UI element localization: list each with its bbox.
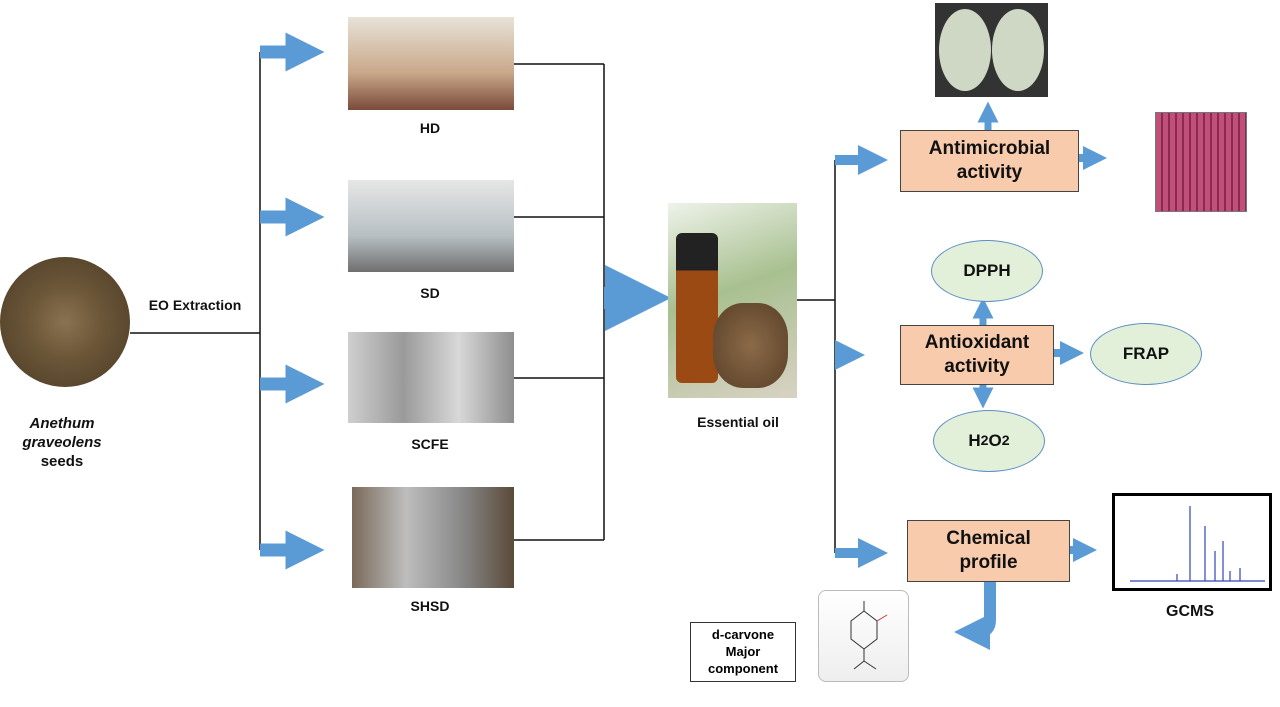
chemical-text: Chemical	[946, 528, 1031, 549]
major-text: Major	[725, 644, 761, 659]
curved-arrow	[954, 580, 996, 650]
shsd-label: SHSD	[410, 598, 450, 614]
source-label: Anethum graveolens seeds	[22, 414, 101, 471]
antimicrobial-box: Antimicrobial activity	[900, 130, 1079, 192]
extraction-label: EO Extraction	[148, 297, 242, 313]
seeds-image	[0, 257, 130, 387]
chemical-text-2: profile	[959, 552, 1018, 573]
carvone-structure	[818, 590, 909, 682]
chemical-profile-box: Chemical profile	[907, 520, 1070, 582]
antimicrobial-text: Antimicrobial	[928, 138, 1051, 159]
hd-label: HD	[419, 120, 441, 136]
part-text: seeds	[40, 453, 84, 470]
gcms-chromatogram	[1112, 493, 1272, 591]
scfe-label: SCFE	[411, 436, 449, 452]
species-text: Anethum	[29, 415, 95, 432]
component-text: component	[707, 661, 779, 676]
petri-dish-image	[935, 3, 1048, 97]
essential-oil-label: Essential oil	[697, 414, 779, 430]
scfe-photo	[348, 332, 514, 423]
sd-photo	[348, 180, 514, 272]
carvone-text: d-carvone	[711, 627, 775, 642]
antioxidant-text: Antioxidant	[924, 332, 1030, 353]
hd-photo	[348, 17, 514, 110]
antioxidant-box: Antioxidant activity	[900, 325, 1054, 385]
frap-ellipse: FRAP	[1090, 323, 1202, 385]
antimicrobial-text-2: activity	[956, 162, 1023, 183]
microplate-image	[1155, 112, 1247, 212]
species-text-2: graveolens	[22, 434, 102, 451]
major-component-box: d-carvone Major component	[690, 622, 796, 682]
sd-label: SD	[420, 285, 440, 301]
gcms-label: GCMS	[1166, 603, 1214, 620]
antioxidant-text-2: activity	[944, 356, 1010, 377]
dpph-ellipse: DPPH	[931, 240, 1043, 302]
shsd-photo	[352, 487, 514, 588]
essential-oil-image	[668, 203, 797, 398]
